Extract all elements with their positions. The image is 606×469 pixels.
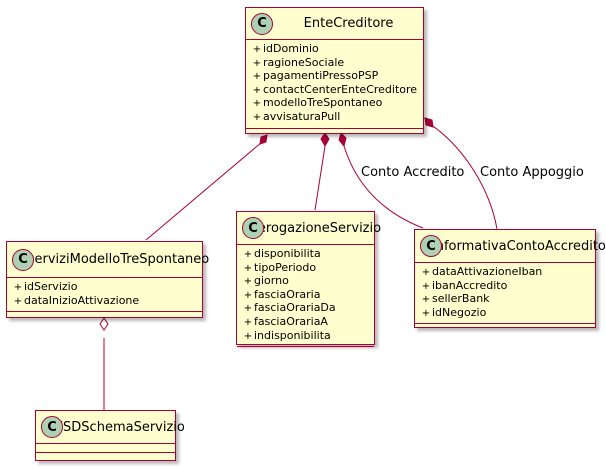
class-attribute: +indisponibilita <box>237 328 374 344</box>
attribute-name: sellerBank <box>432 292 490 306</box>
visibility-public-icon: + <box>421 280 431 292</box>
attribute-name: avvisaturaPull <box>263 109 341 123</box>
attribute-list: +idDominio+ragioneSociale+pagamentiPress… <box>246 40 423 129</box>
class-name: informativaContoAccredito <box>432 238 606 254</box>
visibility-public-icon: + <box>243 249 253 260</box>
class-attribute: +idDominio <box>246 42 423 57</box>
visibility-public-icon: + <box>13 295 23 307</box>
visibility-public-icon: + <box>243 262 253 274</box>
visibility-public-icon: + <box>421 294 431 306</box>
class-attribute: +pagamentiPressoPSP <box>246 69 423 84</box>
attribute-name: ibanAccredito <box>432 278 508 292</box>
relation-label-conto-appoggio: Conto Appoggio <box>480 165 584 180</box>
class-header: C informativaContoAccredito <box>415 230 606 263</box>
operations-compartment <box>237 347 374 355</box>
attribute-name: tipoPeriodo <box>254 260 317 274</box>
visibility-public-icon: + <box>252 71 262 83</box>
class-attribute: +idNegozio <box>415 305 595 321</box>
attribute-name: dataAttivazioneIban <box>432 265 543 278</box>
class-attribute: +contactCenterEnteCreditore <box>246 82 423 98</box>
class-attribute: +dataInizioAttivazione <box>7 293 202 309</box>
class-stereotype-icon: C <box>251 12 273 35</box>
attribute-list: +dataAttivazioneIban+ibanAccredito+selle… <box>415 263 595 325</box>
class-ente-creditore[interactable]: C EnteCreditore +idDominio+ragioneSocial… <box>245 7 424 134</box>
class-name: serviziModelloTreSpontaneo <box>27 252 210 267</box>
composition-diamond-conto-accredito <box>338 132 347 148</box>
composition-diamond-conto-appoggio <box>424 117 434 128</box>
composition-line-erogazione <box>314 145 326 211</box>
operations-compartment <box>246 129 423 137</box>
attribute-list: +disponibilita+tipoPeriodo+giorno+fascia… <box>237 245 374 348</box>
class-attribute: +fasciaOraria <box>237 287 374 303</box>
visibility-public-icon: + <box>252 98 262 110</box>
aggregation-diamond-xsd <box>99 317 109 331</box>
class-servizi-modello-tre-spontaneo[interactable]: C serviziModelloTreSpontaneo +idServizio… <box>6 241 209 320</box>
composition-diamond-servizi <box>259 134 268 145</box>
class-stereotype-icon: C <box>41 416 63 438</box>
operations-compartment <box>415 324 595 332</box>
visibility-public-icon: + <box>243 316 253 328</box>
class-attribute: +tipoPeriodo <box>237 260 374 276</box>
class-name: EnteCreditore <box>303 16 394 31</box>
class-attribute: +avvisaturaPull <box>246 109 423 125</box>
attribute-name: pagamentiPressoPSP <box>263 69 379 83</box>
attribute-name: idServizio <box>24 280 78 293</box>
attribute-name: disponibilita <box>254 247 321 260</box>
attribute-list: +idServizio+dataInizioAttivazione <box>7 278 202 313</box>
operations-compartment <box>7 312 202 320</box>
class-header: C erogazioneServizio <box>237 212 381 245</box>
composition-line-servizi <box>145 141 263 241</box>
class-stereotype-icon: C <box>12 248 34 271</box>
operations-compartment <box>36 453 175 461</box>
visibility-public-icon: + <box>243 276 253 288</box>
class-header: C serviziModelloTreSpontaneo <box>7 242 209 278</box>
class-xsd-schema-servizio[interactable]: C XSDSchemaServizio <box>35 410 185 461</box>
visibility-public-icon: + <box>252 57 262 69</box>
class-attribute: +sellerBank <box>415 292 595 307</box>
attribute-name: fasciaOrariaA <box>254 314 328 328</box>
class-attribute: +idServizio <box>7 280 202 295</box>
class-name: erogazioneServizio <box>257 220 382 236</box>
visibility-public-icon: + <box>252 84 262 96</box>
attribute-name: fasciaOrariaDa <box>254 301 336 315</box>
attribute-name: contactCenterEnteCreditore <box>263 82 418 96</box>
visibility-public-icon: + <box>243 289 253 301</box>
class-stereotype-icon: C <box>420 235 442 257</box>
class-name: XSDSchemaServizio <box>54 419 185 435</box>
attributes-compartment <box>36 444 175 453</box>
relation-label-conto-accredito: Conto Accredito <box>361 165 465 180</box>
visibility-public-icon: + <box>252 44 262 55</box>
class-attribute: +disponibilita <box>237 247 374 262</box>
class-attribute: +modelloTreSpontaneo <box>246 97 423 111</box>
attribute-name: modelloTreSpontaneo <box>263 96 383 110</box>
visibility-public-icon: + <box>421 307 431 319</box>
attribute-name: idNegozio <box>432 305 487 319</box>
class-attribute: +giorno <box>237 274 374 289</box>
attribute-name: indisponibilita <box>254 328 331 342</box>
class-attribute: +ragioneSociale <box>246 55 423 71</box>
attribute-name: giorno <box>254 274 289 288</box>
attribute-name: ragioneSociale <box>263 55 345 69</box>
class-attribute: +fasciaOrariaDa <box>237 302 374 316</box>
composition-diamond-erogazione <box>320 132 330 148</box>
composition-line-conto-appoggio <box>429 123 498 230</box>
attribute-name: dataInizioAttivazione <box>24 293 140 307</box>
attribute-name: idDominio <box>263 42 319 55</box>
class-attribute: +dataAttivazioneIban <box>415 265 595 280</box>
class-header: C XSDSchemaServizio <box>36 411 185 444</box>
visibility-public-icon: + <box>13 282 23 293</box>
visibility-public-icon: + <box>421 267 431 278</box>
visibility-public-icon: + <box>243 330 253 342</box>
class-attribute: +ibanAccredito <box>415 278 595 294</box>
visibility-public-icon: + <box>243 303 253 315</box>
class-stereotype-icon: C <box>242 217 264 239</box>
composition-line-conto-accredito <box>343 145 424 229</box>
attribute-name: fasciaOraria <box>254 287 321 301</box>
class-informativa-conto-accredito[interactable]: C informativaContoAccredito +dataAttivaz… <box>414 229 606 328</box>
class-erogazione-servizio[interactable]: C erogazioneServizio +disponibilita+tipo… <box>236 211 381 348</box>
class-attribute: +fasciaOrariaA <box>237 314 374 330</box>
visibility-public-icon: + <box>252 111 262 123</box>
class-header: C EnteCreditore <box>246 8 423 40</box>
